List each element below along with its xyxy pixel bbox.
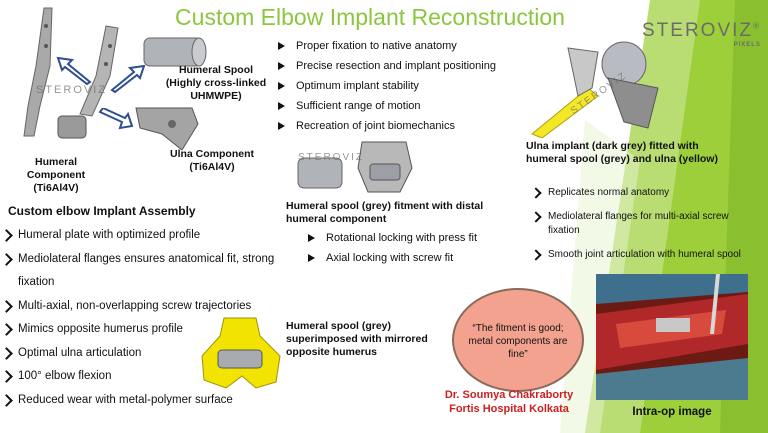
hospital-name: Fortis Hospital Kolkata — [449, 403, 569, 415]
list-item: Precise resection and implant positionin… — [276, 56, 516, 76]
quote-bubble: “The fitment is good; metal components a… — [452, 288, 584, 392]
list-item: Axial locking with screw fit — [306, 248, 506, 268]
list-item: Mimics opposite humerus profile — [0, 318, 290, 342]
arrow-icon — [110, 64, 146, 94]
humeral-component-label: Humeral Component (Ti6Al4V) — [26, 156, 86, 194]
list-item: Multi-axial, non-overlapping screw traje… — [0, 295, 290, 319]
list-item: Reduced wear with metal-polymer surface — [0, 389, 290, 413]
ulna-implant-image — [531, 41, 659, 138]
intra-op-caption: Intra-op image — [632, 406, 712, 418]
arrow-icon — [56, 56, 92, 86]
assembly-title: Custom elbow Implant Assembly — [8, 204, 196, 218]
mirrored-humerus-image — [201, 317, 281, 389]
ulna-component-label: Ulna Component (Ti6Al4V) — [170, 148, 254, 173]
doctor-name: Dr. Soumya Chakraborty — [444, 389, 574, 401]
list-item: Smooth joint articulation with humeral s… — [530, 248, 756, 262]
fitment-caption: Humeral spool (grey) fitment with distal… — [286, 200, 484, 225]
arrow-icon — [98, 108, 134, 130]
ulna-bullet-list: Replicates normal anatomy Mediolateral f… — [530, 186, 756, 272]
ulna-implant-caption: Ulna implant (dark grey) fitted with hum… — [526, 140, 718, 165]
benefits-bullet-list: Proper fixation to native anatomy Precis… — [276, 36, 516, 136]
list-item: Rotational locking with press fit — [306, 228, 506, 248]
list-item: Mediolateral flanges for multi-axial scr… — [530, 210, 756, 238]
spool-fitment-image — [297, 141, 413, 193]
humeral-spool-image — [143, 37, 207, 67]
list-item: Optimal ulna articulation — [0, 342, 290, 366]
list-item: Proper fixation to native anatomy — [276, 36, 516, 56]
list-item: Recreation of joint biomechanics — [276, 116, 516, 136]
steroviz-logo: STEROVIZ® PIXELS — [642, 20, 761, 48]
list-item: Optimum implant stability — [276, 76, 516, 96]
steroviz-watermark: STEROVIZ — [298, 152, 365, 163]
fitment-bullet-list: Rotational locking with press fit Axial … — [306, 228, 506, 268]
page-title: Custom Elbow Implant Reconstruction — [175, 4, 565, 30]
humeral-spool-label: Humeral Spool (Highly cross-linked UHMWP… — [165, 64, 267, 102]
assembly-bullet-list: Humeral plate with optimized profile Med… — [0, 224, 290, 412]
quote-text: “The fitment is good; metal components a… — [468, 323, 568, 360]
list-item: Sufficient range of motion — [276, 96, 516, 116]
list-item: Humeral plate with optimized profile — [0, 224, 290, 248]
ulna-component-image — [135, 107, 199, 151]
intra-op-photo — [596, 274, 748, 400]
list-item: Mediolateral flanges ensures anatomical … — [0, 248, 290, 295]
humeral-component-image — [23, 7, 119, 139]
mirror-caption: Humeral spool (grey) superimposed with m… — [286, 320, 428, 358]
list-item: Replicates normal anatomy — [530, 186, 756, 200]
steroviz-watermark: STEROVIZ — [36, 84, 108, 96]
list-item: 100° elbow flexion — [0, 365, 290, 389]
